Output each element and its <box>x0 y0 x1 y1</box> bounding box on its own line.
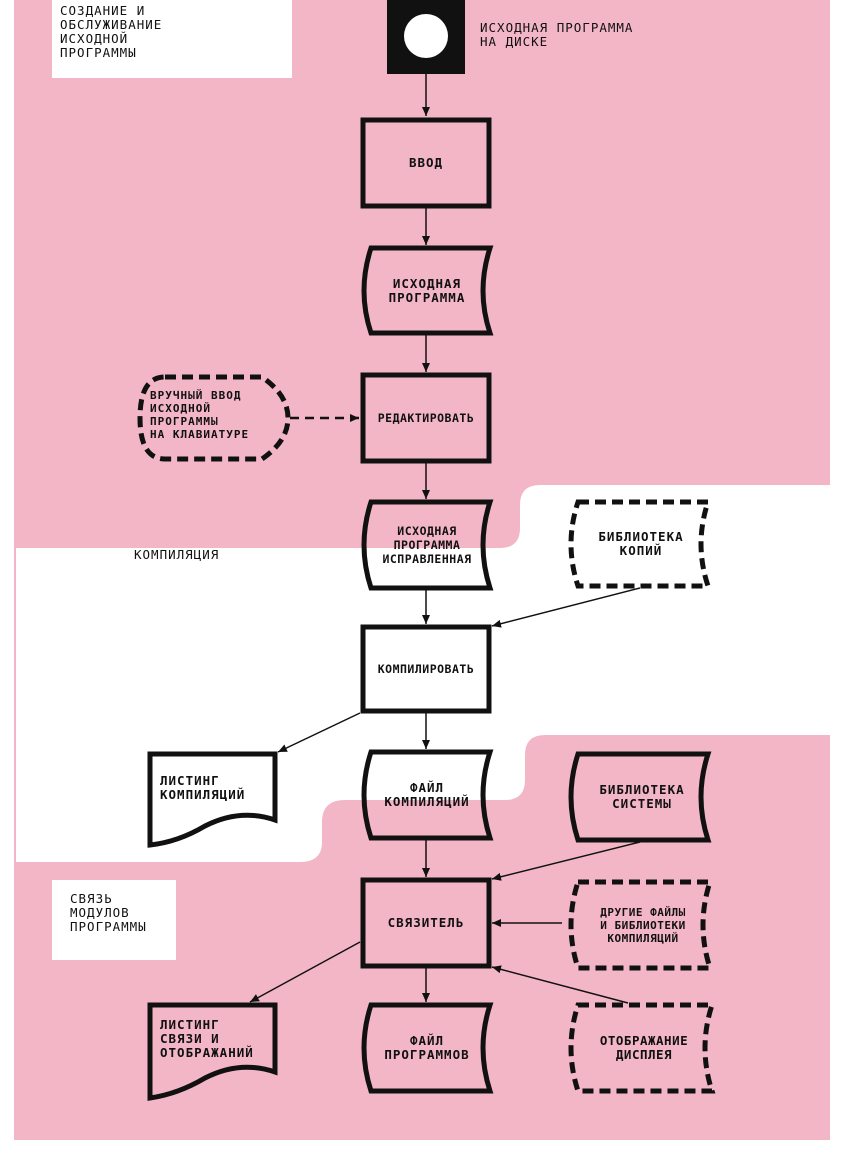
corrected-source-label: ИСХОДНАЯ ПРОГРАММА ИСПРАВЛЕННАЯ <box>382 524 472 566</box>
manual-input-label: ВРУЧНЫЙ ВВОД ИСХОДНОЙ ПРОГРАММЫ НА КЛАВИ… <box>150 389 250 441</box>
source-program-shape <box>361 245 494 336</box>
display-map-shape <box>568 1002 716 1094</box>
compile-box <box>360 624 492 714</box>
other-files-shape <box>568 879 714 971</box>
input-label: ВВОД <box>408 155 444 170</box>
compile-listing-shape <box>147 751 278 848</box>
other-files-label: ДРУГИЕ ФАЙЛЫ И БИБЛИОТЕКИ КОМПИЛЯЦИЙ <box>600 905 686 945</box>
system-library-shape <box>568 751 712 843</box>
display-map-label: ОТОБРАЖАНИЕ ДИСПЛЕЯ <box>599 1033 689 1062</box>
source-program-label: ИСХОДНАЯ ПРОГРАММА <box>388 276 466 305</box>
compilation-band <box>16 485 830 862</box>
program-file-label: ФАЙЛ ПРОГРАММОВ <box>384 1033 470 1062</box>
corrected-source-shape <box>361 499 494 591</box>
section-label-module-linking: СВЯЗЬ МОДУЛОВ ПРОГРАММЫ <box>70 891 147 934</box>
input-box <box>360 117 492 209</box>
edit-box <box>360 372 492 464</box>
section-label-source-maintenance: СОЗДАНИЕ И ОБСЛУЖИВАНИЕ ИСХОДНОЙ ПРОГРАМ… <box>60 3 163 60</box>
link-listing-label: ЛИСТИНГ СВЯЗИ И ОТОБРАЖАНИЙ <box>160 1017 254 1060</box>
compile-label: КОМПИЛИРОВАТЬ <box>377 662 475 676</box>
system-library-label: БИБЛИОТЕКА СИСТЕМЫ <box>599 782 685 811</box>
arrow-copylib-compile <box>491 587 641 628</box>
compile-file-shape <box>361 749 494 841</box>
arrow-compile-listing <box>277 712 361 753</box>
copy-library-label: БИБЛИОТЕКА КОПИЙ <box>598 529 684 558</box>
edit-label: РЕДАКТИРОВАТЬ <box>377 411 475 425</box>
program-file-shape <box>361 1002 494 1094</box>
compile-listing-label: ЛИСТИНГ КОМПИЛЯЦИЙ <box>160 773 246 802</box>
compile-file-label: ФАЙЛ КОМПИЛЯЦИЙ <box>384 780 470 809</box>
arrow-syslib-linker <box>491 841 641 881</box>
disk-symbol <box>387 0 465 74</box>
linker-box <box>360 877 492 969</box>
section3-label-bg <box>52 880 176 960</box>
section-label-compilation: КОМПИЛЯЦИЯ <box>134 547 220 562</box>
arrow-display-linker <box>491 965 629 1004</box>
linker-label: СВЯЗИТЕЛЬ <box>387 915 465 930</box>
manual-input-shape <box>137 374 291 462</box>
section1-label-bg <box>52 0 292 78</box>
disk-label: ИСХОДНАЯ ПРОГРАММА НА ДИСКЕ <box>480 20 634 49</box>
arrow-linker-listing <box>249 941 361 1003</box>
link-listing-shape <box>147 1002 278 1101</box>
